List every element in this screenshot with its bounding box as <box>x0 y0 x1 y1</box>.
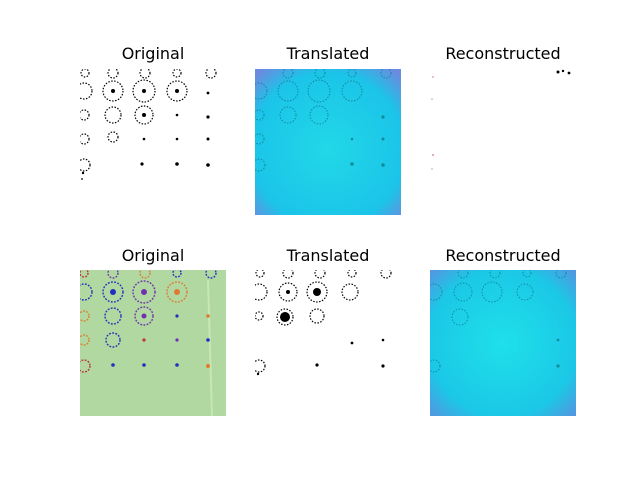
translated-image-cyan <box>255 69 401 215</box>
original-image-color <box>80 270 226 416</box>
reconstructed-image-cyan <box>430 270 576 416</box>
panel-title: Original <box>121 44 185 63</box>
panel-title: Reconstructed <box>445 246 561 265</box>
original-image-bw <box>80 69 226 215</box>
panel-title: Reconstructed <box>445 44 561 63</box>
panel-title: Translated <box>286 44 370 63</box>
panel-title: Original <box>121 246 185 265</box>
translated-image-bw <box>255 270 401 416</box>
reconstructed-image-faded <box>430 69 576 215</box>
panel-title: Translated <box>286 246 370 265</box>
